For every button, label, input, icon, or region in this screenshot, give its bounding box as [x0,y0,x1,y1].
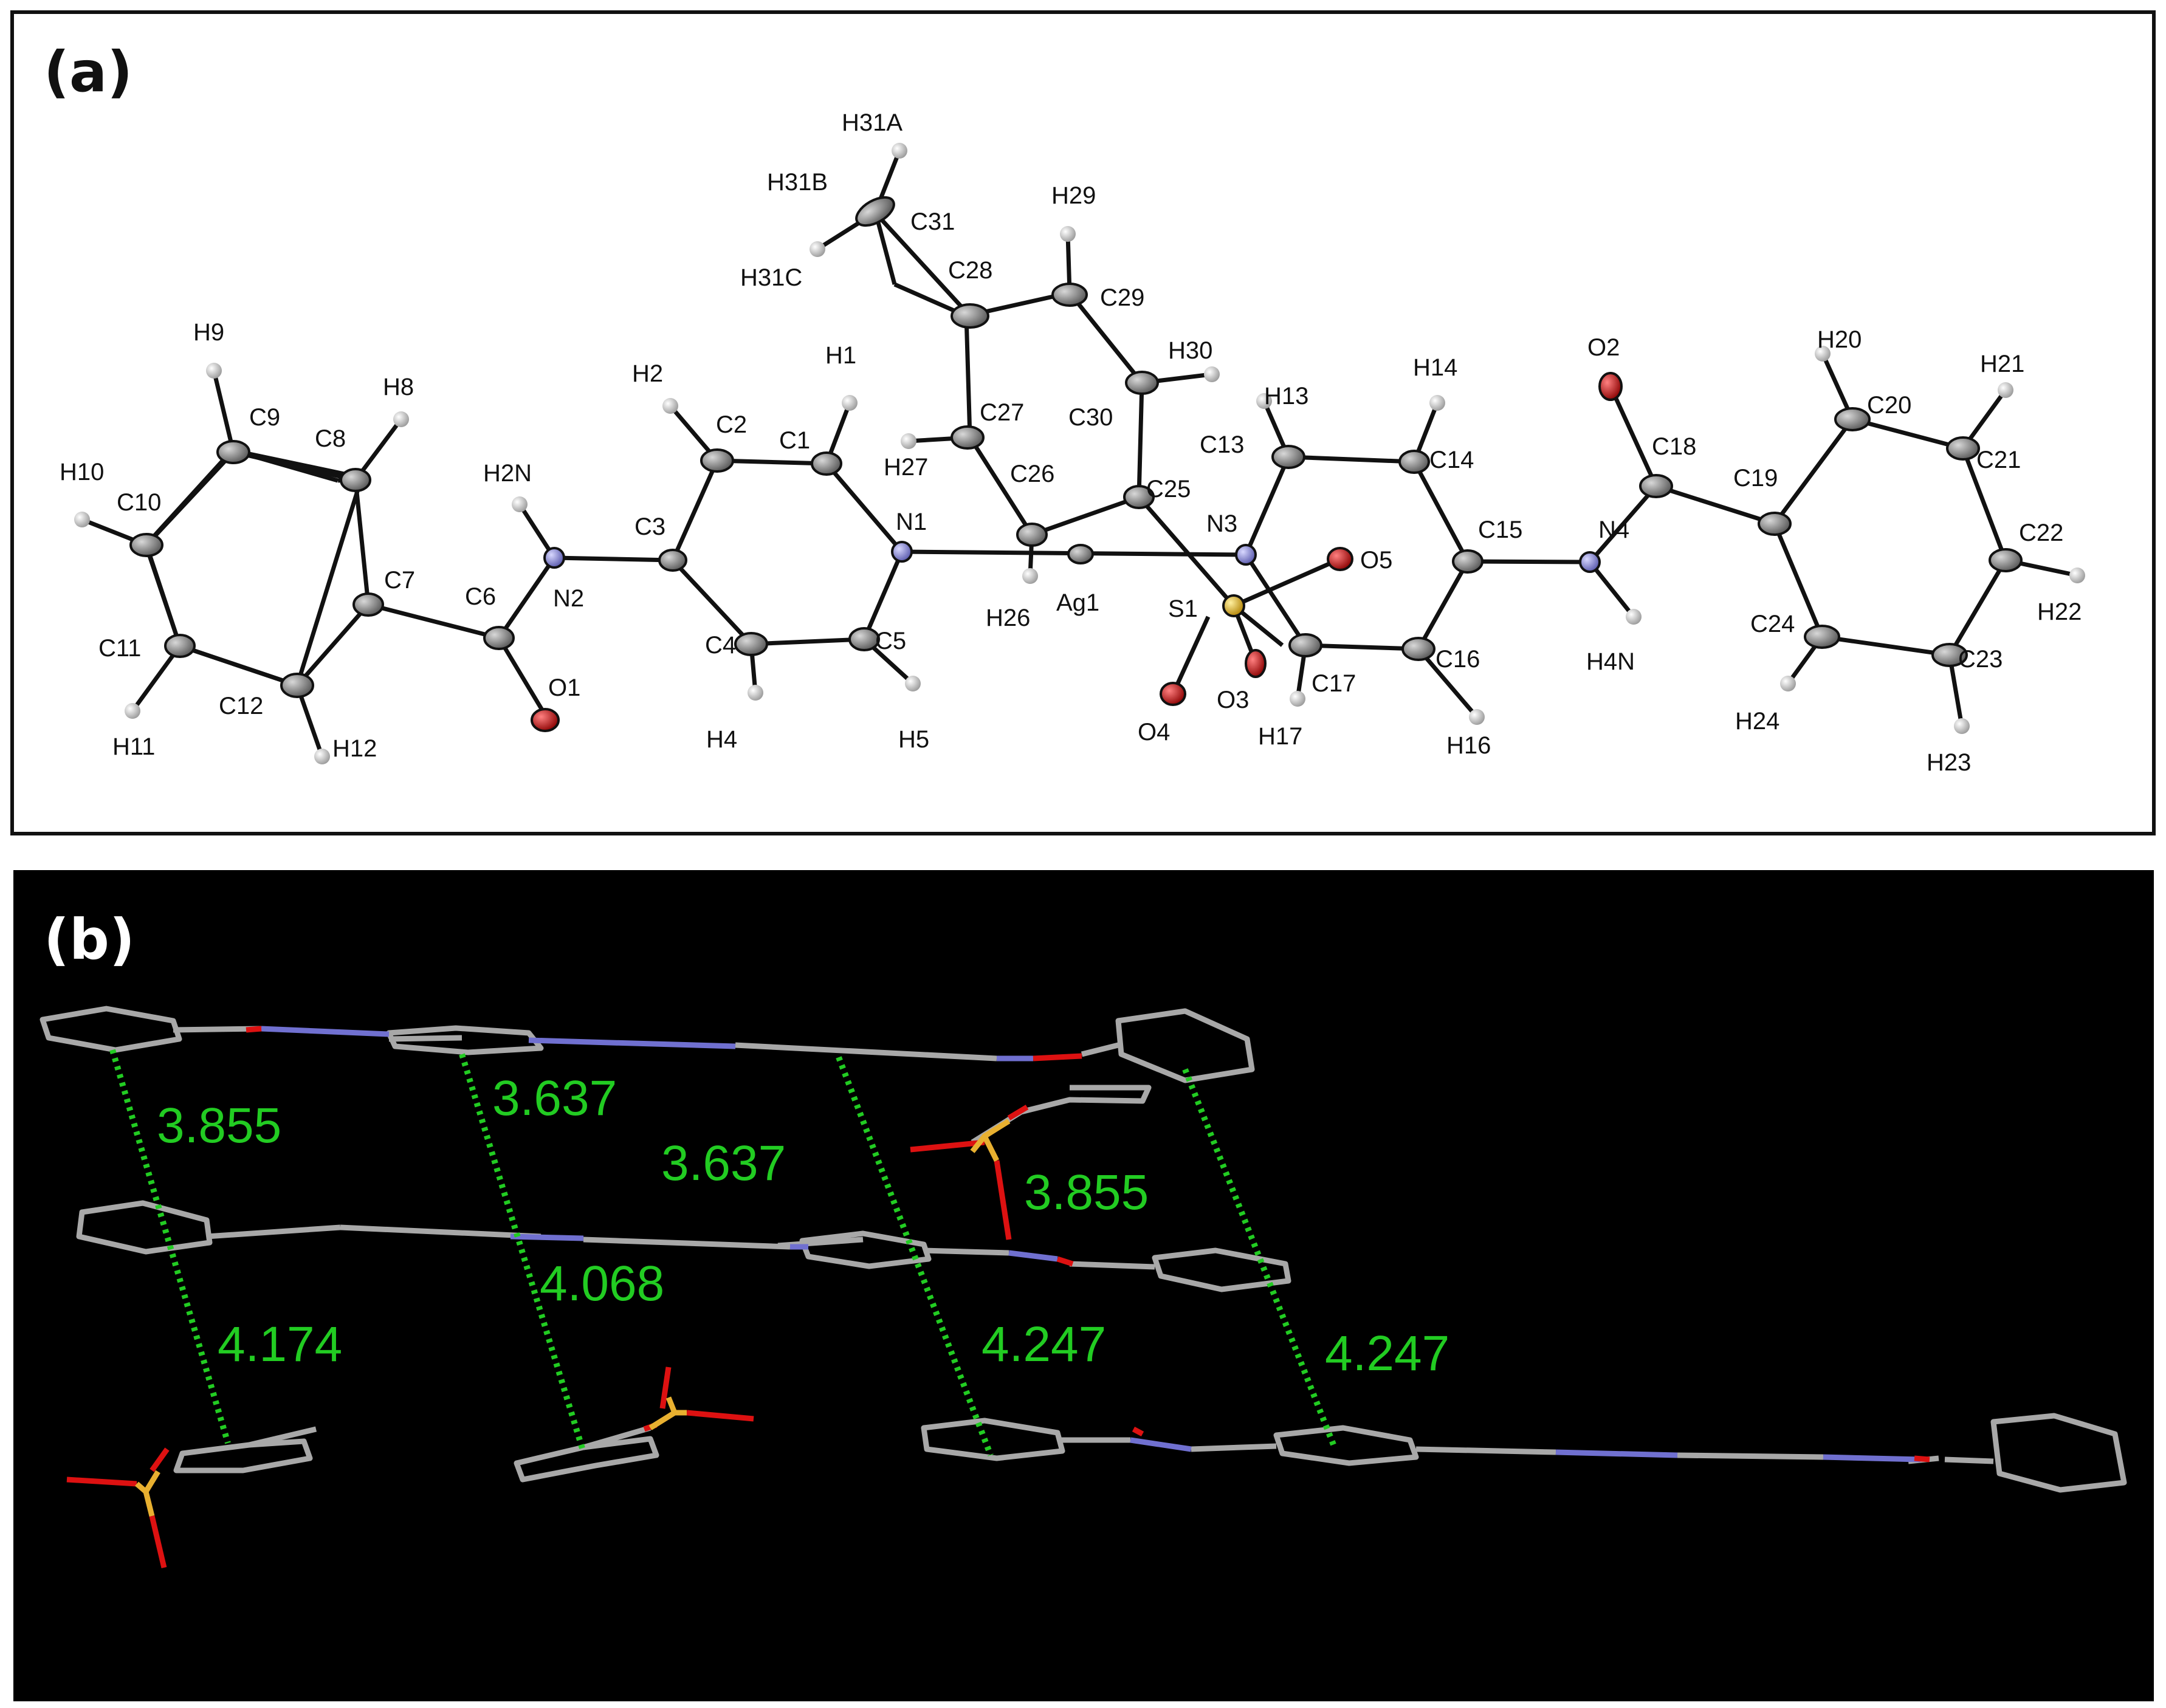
atom-label: C15 [1478,516,1522,543]
atom-label: H9 [193,319,224,346]
atom-label: O1 [548,674,580,701]
atom-label: H2 [632,360,663,387]
atom-label: H16 [1446,732,1491,759]
panel-b-label: (b) [44,907,135,972]
atom-label: C16 [1435,646,1480,673]
atom-label: C5 [875,628,906,654]
distance-label: 4.068 [540,1256,664,1311]
atom-label: H14 [1413,354,1457,381]
atom-label: O5 [1360,547,1392,574]
atom-label: C17 [1312,670,1356,697]
distance-label: 3.637 [661,1136,786,1191]
panel-a-atoms [74,143,2085,764]
panel-b-background [13,870,2154,1701]
atom-label: H12 [332,735,377,762]
atom-label: H17 [1258,723,1302,750]
atom-label: H21 [1980,351,2024,377]
atom-label: H27 [884,454,928,481]
atom-label: C6 [465,583,496,610]
distance-label: 3.855 [157,1098,281,1153]
atom-label: C30 [1068,404,1113,431]
distance-label: 3.855 [1024,1165,1149,1220]
atom-label: C18 [1652,433,1696,460]
atom-label: C23 [1958,646,2003,673]
atom-label: H1 [825,342,856,369]
panel-a-label: (a) [44,39,132,105]
atom-label: C27 [980,399,1024,426]
atom-label: H31A [842,109,902,136]
atom-label: C13 [1200,431,1244,458]
atom-label: O4 [1138,719,1170,746]
panel-a-frame [10,10,2156,835]
atom-label: C12 [219,693,263,719]
atom-label: H29 [1051,182,1096,209]
distance-label: 4.247 [982,1317,1106,1372]
atom-label: C7 [384,567,415,594]
atom-label: C21 [1976,447,2021,473]
distance-label: 4.247 [1325,1326,1449,1381]
atom-label: O3 [1217,687,1249,713]
panel-a: (a) [10,10,2156,835]
distance-lines [109,1049,1337,1456]
atom-label: H22 [2037,598,2082,625]
atom-label: H20 [1817,326,1862,353]
atom-label: C14 [1429,447,1474,473]
atom-label: H31C [740,264,802,291]
atom-label: H8 [383,374,414,400]
atom-label: H31B [767,169,828,196]
atom-label: C26 [1010,461,1054,487]
atom-label: N1 [896,509,927,535]
atom-label: C2 [716,411,747,438]
atom-label: H2N [483,460,532,487]
atom-label: H10 [60,459,104,485]
atom-label: O2 [1587,334,1620,361]
atom-label: C20 [1867,392,1911,419]
atom-label: C24 [1750,611,1795,637]
atom-label: C29 [1100,284,1144,311]
atom-label: C31 [910,208,955,235]
atom-label: C11 [98,635,141,662]
distance-label: 3.637 [492,1071,617,1126]
distance-labels: 3.855 3.637 3.637 3.855 4.068 4.174 4.24… [157,1071,1449,1381]
atom-label: C3 [634,513,665,540]
atom-label: N4 [1598,516,1629,543]
atom-label: C8 [315,425,346,452]
atom-label: C1 [779,427,810,454]
atom-label: H4 [706,726,737,753]
atom-label: H24 [1735,708,1779,735]
atom-label: S1 [1168,595,1198,622]
atom-label: C25 [1146,476,1191,502]
atom-label: C10 [117,489,161,516]
atom-label: H11 [112,733,155,760]
distance-label: 4.174 [218,1317,342,1372]
atom-label: H30 [1168,337,1212,364]
atom-label: H23 [1927,749,1971,776]
packing-sticks [40,1006,2127,1569]
panel-b: (b) [13,870,2154,1701]
atom-label: H5 [898,726,929,753]
atom-label: H26 [986,605,1030,631]
atom-label: C22 [2019,520,2063,546]
atom-label: C4 [705,632,736,659]
panel-a-atom-labels: H31A H31B C31 H31C H29 C28 C29 H9 H8 C9 … [60,109,2082,776]
atom-label: C9 [249,404,280,431]
atom-label: Ag1 [1056,589,1099,616]
atom-label: C19 [1733,465,1778,492]
atom-label: C28 [948,257,992,284]
atom-label: H4N [1586,648,1635,675]
atom-label: N3 [1206,510,1237,537]
atom-label: N2 [553,585,584,612]
atom-label: H13 [1264,383,1308,410]
